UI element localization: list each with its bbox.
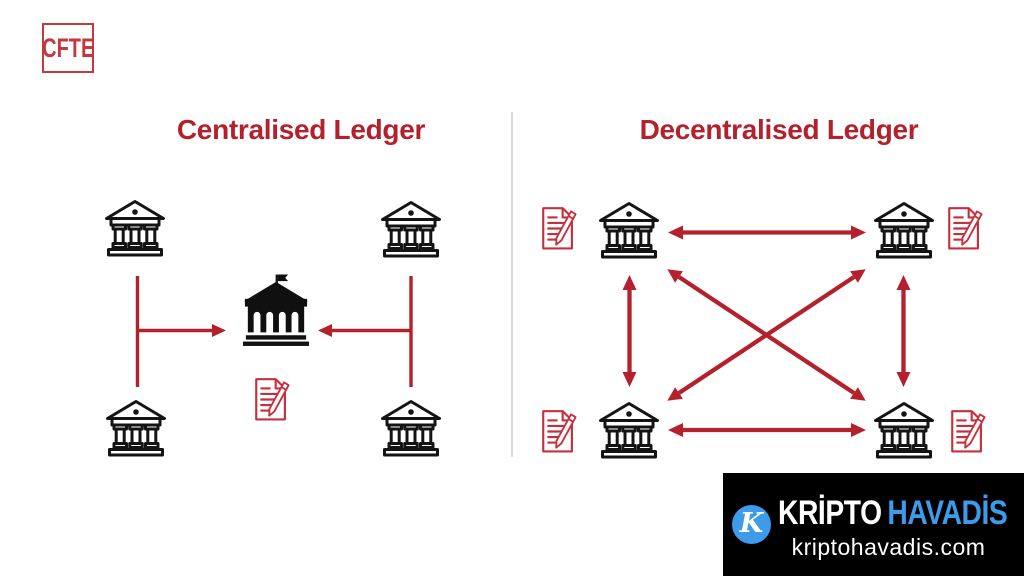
watermark-url: kriptohavadis.com	[791, 534, 986, 560]
brand-havadis: HAVADİS	[887, 494, 1008, 532]
arrowhead-diag1-top	[667, 269, 683, 283]
arrowhead-diag2-bottom	[667, 387, 683, 401]
arrowhead-sw-down	[622, 372, 637, 387]
ledger-document-icon-sw	[540, 409, 577, 454]
arrow-sw-ne-diagonal	[677, 275, 856, 395]
bank-icon-right-sw	[598, 401, 660, 459]
bank-icon-right-nw	[598, 201, 660, 259]
arrowhead-ne-up	[896, 275, 911, 290]
panel-divider	[511, 112, 513, 457]
ledger-document-icon-central	[253, 377, 290, 422]
bank-icon-left-sw	[105, 399, 167, 457]
central-bank-with-flag-icon	[242, 272, 310, 347]
arrowhead-right-to-central	[318, 324, 332, 337]
bank-icon-left-nw	[104, 199, 166, 257]
arrowhead-se-down	[896, 372, 911, 387]
ledger-document-icon-se	[949, 409, 986, 454]
centralised-ledger-title: Centralised Ledger	[176, 114, 426, 145]
ledger-document-icon-ne	[946, 206, 983, 251]
decentralised-ledger-title: Decentralised Ledger	[639, 114, 919, 145]
brand-kripto: KRİPTO	[778, 494, 882, 532]
bank-icon-right-ne	[873, 201, 935, 259]
bank-icon-left-ne	[380, 200, 442, 258]
kripto-havadis-logo-badge: K	[732, 505, 771, 544]
cfte-logo: CFTE	[42, 23, 94, 73]
arrowhead-diag1-bottom	[850, 387, 866, 401]
arrowhead-diag2-top	[850, 269, 866, 283]
logo-letter-k: K	[739, 508, 764, 539]
arrowhead-left-to-central	[212, 324, 226, 337]
bank-icon-left-se	[380, 399, 442, 457]
ledger-document-icon-nw	[540, 206, 577, 251]
arrowhead-nw-up	[622, 275, 637, 290]
cfte-logo-text: CFTE	[41, 32, 95, 63]
arrowhead-nw	[668, 225, 683, 240]
arrow-nw-se-diagonal	[677, 275, 856, 395]
bank-icon-right-se	[873, 401, 935, 459]
arrowhead-ne	[851, 225, 866, 240]
arrowhead-se	[851, 423, 866, 437]
decentralised-connectors	[622, 225, 911, 437]
arrowhead-sw	[668, 423, 683, 437]
